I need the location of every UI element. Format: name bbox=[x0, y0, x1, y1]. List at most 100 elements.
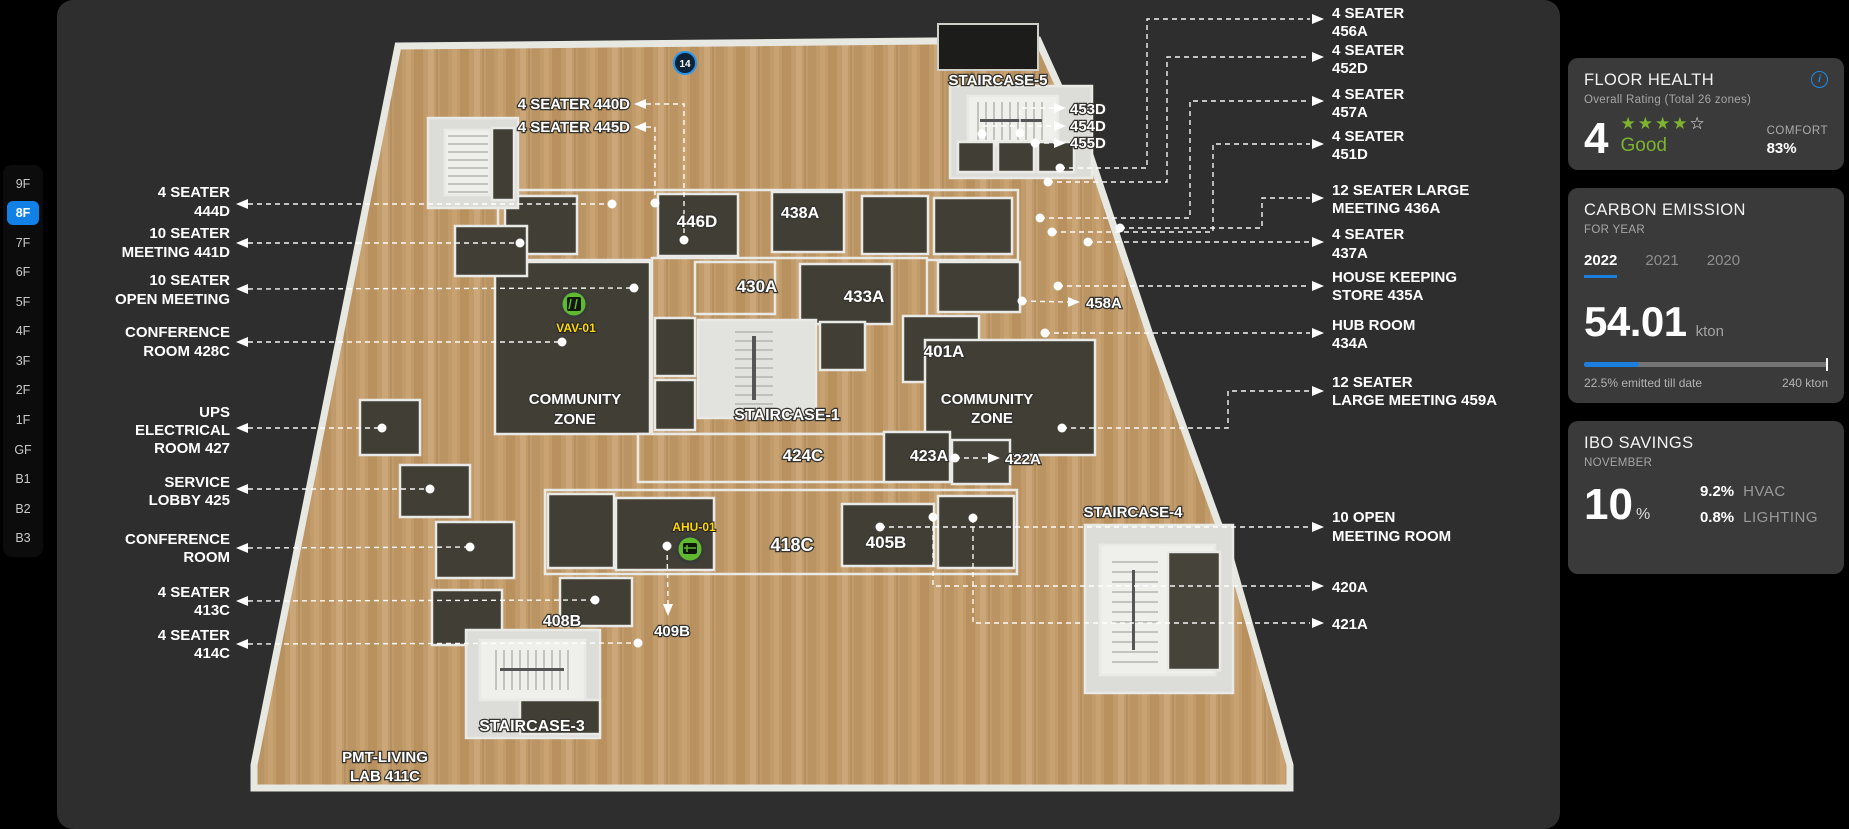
leader-lines bbox=[236, 14, 1324, 649]
svg-text:SERVICE: SERVICE bbox=[164, 474, 230, 491]
community-zone-right-line2: ZONE bbox=[971, 410, 1013, 427]
alert-badge[interactable]: 14 bbox=[673, 51, 697, 75]
svg-text:LARGE MEETING 459A: LARGE MEETING 459A bbox=[1332, 392, 1497, 409]
svg-text:10 SEATER: 10 SEATER bbox=[149, 225, 230, 242]
floor-item-9f[interactable]: 9F bbox=[15, 176, 31, 191]
svg-text:UPS: UPS bbox=[199, 404, 230, 421]
rating-text: Good bbox=[1620, 135, 1667, 156]
svg-text:437A: 437A bbox=[1332, 245, 1368, 262]
svg-text:451D: 451D bbox=[1332, 146, 1368, 163]
svg-text:452D: 452D bbox=[1332, 60, 1368, 77]
room-label-401a: 401A bbox=[924, 342, 965, 361]
floor-item-4f[interactable]: 4F bbox=[15, 324, 31, 339]
star-empty-icon: ☆ bbox=[1689, 114, 1705, 133]
device-label-vav-01: VAV-01 bbox=[556, 321, 596, 335]
comfort-value: 83% bbox=[1766, 140, 1797, 157]
device-vav-01[interactable]: VAV-01 bbox=[555, 289, 597, 336]
svg-text:456A: 456A bbox=[1332, 23, 1368, 40]
svg-text:434A: 434A bbox=[1332, 335, 1368, 352]
emission-max-label: 240 kton bbox=[1781, 376, 1828, 390]
svg-text:HUB ROOM: HUB ROOM bbox=[1332, 317, 1415, 334]
stair-treads bbox=[448, 102, 1158, 690]
room-label-446d: 446D bbox=[677, 212, 718, 231]
floor-item-b1[interactable]: B1 bbox=[15, 472, 31, 487]
svg-text:ROOM 428C: ROOM 428C bbox=[143, 343, 230, 360]
svg-text:MEETING ROOM: MEETING ROOM bbox=[1332, 528, 1451, 545]
room-label-staircase-3: STAIRCASE-3 bbox=[479, 718, 585, 735]
ibo-savings-unit: % bbox=[1635, 505, 1651, 523]
floor-item-2f[interactable]: 2F bbox=[15, 383, 31, 398]
community-zone-right-line1: COMMUNITY bbox=[941, 391, 1034, 408]
emission-progress-bar bbox=[1584, 358, 1828, 371]
svg-text:ROOM 427: ROOM 427 bbox=[154, 440, 230, 457]
ibo-savings-subtitle: NOVEMBER bbox=[1584, 457, 1653, 469]
floor-item-5f[interactable]: 5F bbox=[15, 294, 31, 309]
floor-item-6f[interactable]: 6F bbox=[15, 265, 31, 280]
floor-item-7f[interactable]: 7F bbox=[15, 235, 31, 250]
community-zone-left-line1: COMMUNITY bbox=[529, 391, 622, 408]
room-label-433a: 433A bbox=[844, 287, 885, 306]
emission-progress-fill bbox=[1584, 362, 1639, 367]
room-label-staircase-5: STAIRCASE-5 bbox=[949, 72, 1048, 89]
alert-badge-count: 14 bbox=[679, 59, 691, 70]
floor-health-rating-value: 4 bbox=[1584, 113, 1609, 163]
room-label-423a: 423A bbox=[910, 448, 949, 465]
ibo-breakdown-lighting: 0.8% LIGHTING bbox=[1699, 509, 1818, 526]
interior-rooms bbox=[358, 84, 1235, 740]
floor-item-b2[interactable]: B2 bbox=[15, 501, 31, 516]
info-icon[interactable]: i bbox=[1811, 71, 1828, 88]
floor-item-8f-selected[interactable]: 8F bbox=[7, 201, 39, 226]
room-label-408b: 408B bbox=[543, 613, 581, 630]
floor-item-b3[interactable]: B3 bbox=[15, 531, 31, 546]
room-label-staircase-1: STAIRCASE-1 bbox=[734, 407, 840, 424]
callout-445d: 4 SEATER 445D bbox=[518, 119, 630, 136]
carbon-emission-title: CARBON EMISSION bbox=[1584, 201, 1746, 219]
room-label-430a: 430A bbox=[737, 277, 778, 296]
svg-text:MEETING 436A: MEETING 436A bbox=[1332, 200, 1441, 217]
carbon-emission-subtitle: FOR YEAR bbox=[1584, 224, 1645, 236]
year-tab-2022[interactable]: 2022 bbox=[1584, 252, 1618, 278]
floor-selector-rail: 9F 8F 7F 6F 5F 4F 3F 2F 1F GF B1 B2 B3 bbox=[3, 165, 43, 557]
star-rating: ★★★★☆ bbox=[1620, 114, 1704, 134]
callout-left-441d: 10 SEATER MEETING 441D bbox=[122, 225, 231, 261]
svg-text:STORE 435A: STORE 435A bbox=[1332, 287, 1424, 304]
svg-text:ROOM: ROOM bbox=[183, 549, 230, 566]
year-tab-2020[interactable]: 2020 bbox=[1706, 252, 1741, 269]
svg-text:421A: 421A bbox=[1332, 616, 1368, 633]
room-label-454d: 454D bbox=[1070, 118, 1106, 135]
year-tab-2021[interactable]: 2021 bbox=[1645, 252, 1679, 269]
device-ahu-01[interactable]: AHU-01 bbox=[671, 519, 717, 564]
comfort-label: COMFORT bbox=[1766, 125, 1828, 137]
ibo-savings-title: IBO SAVINGS bbox=[1584, 434, 1694, 452]
room-label-staircase-4: STAIRCASE-4 bbox=[1084, 504, 1184, 521]
room-label-409b: 409B bbox=[654, 623, 690, 640]
floor-item-3f[interactable]: 3F bbox=[15, 353, 31, 368]
svg-text:4 SEATER: 4 SEATER bbox=[158, 184, 230, 201]
room-label-424c: 424C bbox=[783, 446, 824, 465]
svg-text:MEETING 441D: MEETING 441D bbox=[122, 244, 231, 261]
svg-text:4 SEATER: 4 SEATER bbox=[1332, 86, 1404, 103]
emission-progress-end-tick bbox=[1826, 358, 1828, 371]
floor-item-gf[interactable]: GF bbox=[14, 442, 32, 457]
room-label-438a: 438A bbox=[781, 205, 820, 222]
room-label-458a: 458A bbox=[1086, 295, 1122, 312]
plan-labels: STAIRCASE-5 4 SEATER 440D 4 SEATER 445D … bbox=[341, 71, 1185, 787]
floor-item-1f[interactable]: 1F bbox=[15, 413, 31, 428]
